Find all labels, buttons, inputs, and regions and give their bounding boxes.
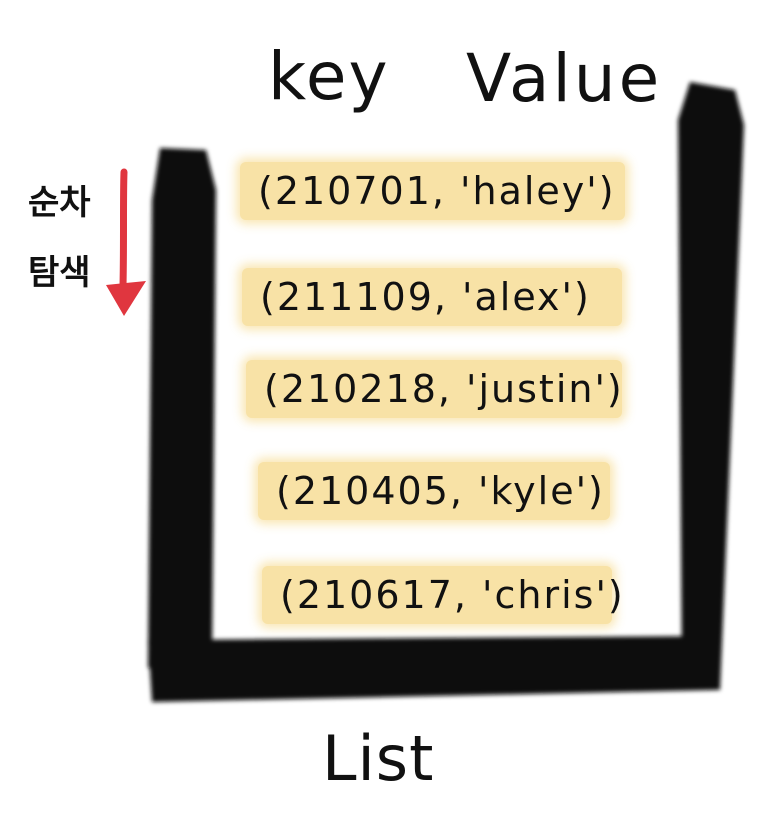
list-item-text: (210405, 'kyle') [276,469,605,513]
list-item-text: (210617, 'chris') [280,573,625,617]
list-item: (211109, 'alex') [242,268,622,326]
list-label: List [322,722,435,795]
value-column-header: Value [466,40,663,117]
list-item: (210218, 'justin') [246,360,622,418]
list-item: (210701, 'haley') [240,162,625,220]
list-item: (210405, 'kyle') [258,462,610,520]
search-direction-arrow-icon [106,168,146,316]
list-item-text: (210218, 'justin') [264,367,624,411]
key-column-header: key [268,38,390,115]
sequential-search-label-line2: 탐색 [28,253,91,293]
container-walls [148,82,744,702]
list-item-text: (210701, 'haley') [258,169,616,213]
sequential-search-label-line1: 순차 [28,183,91,223]
list-item-text: (211109, 'alex') [260,275,591,319]
list-item: (210617, 'chris') [262,566,623,624]
